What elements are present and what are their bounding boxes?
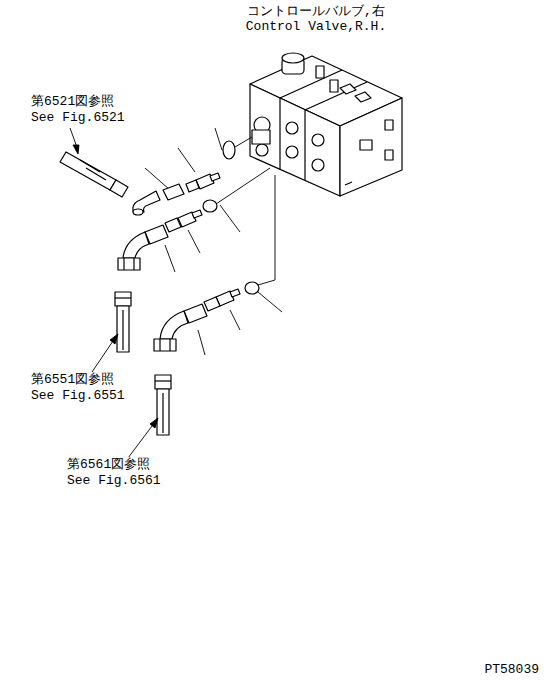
callout-leaders bbox=[145, 128, 282, 355]
figure-reference: 第6521図参照 bbox=[30, 94, 115, 109]
figure-reference: 第6561図参照 bbox=[66, 457, 151, 472]
drawing-number: PT58039 bbox=[483, 662, 540, 677]
o-rings bbox=[203, 141, 259, 294]
figure-reference: 第6551図参照 bbox=[30, 372, 115, 387]
part-title: コントロールバルブ,右 bbox=[246, 4, 386, 19]
fittings bbox=[118, 173, 240, 351]
guide-lines bbox=[216, 137, 275, 285]
control-valve bbox=[250, 53, 402, 196]
figure-reference: See Fig.6561 bbox=[66, 473, 162, 488]
part-title: Control Valve,R.H. bbox=[245, 19, 387, 34]
figure-reference: See Fig.6521 bbox=[30, 110, 126, 125]
figure-reference: See Fig.6551 bbox=[30, 388, 126, 403]
reference-arrows bbox=[70, 128, 158, 458]
